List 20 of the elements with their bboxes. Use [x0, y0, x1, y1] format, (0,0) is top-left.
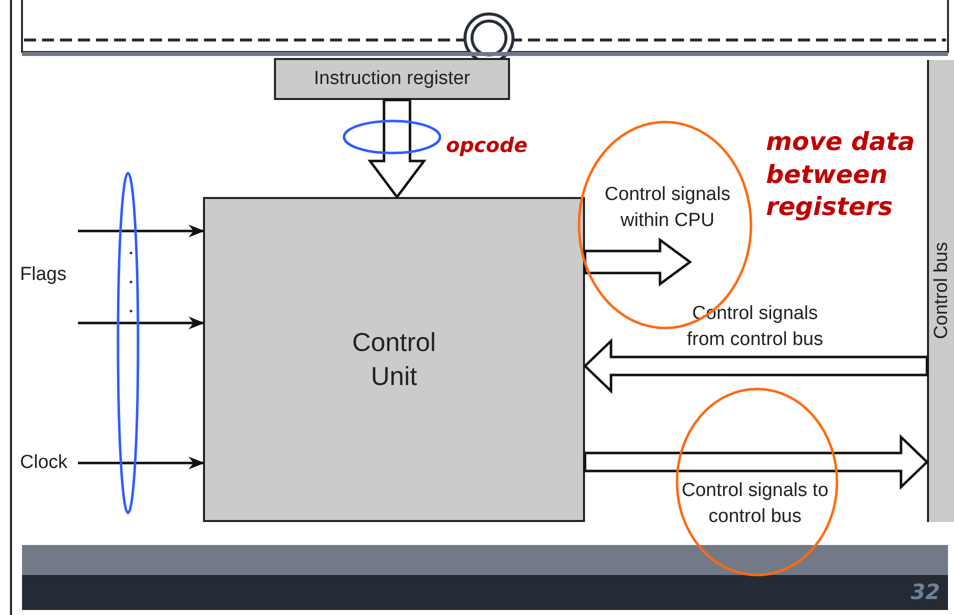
input-label: Flags	[20, 262, 78, 288]
arrow	[78, 456, 205, 470]
node-label: Control Unit	[351, 326, 437, 392]
node-label: Control bus	[930, 242, 952, 340]
block-arrow	[583, 338, 928, 394]
block-arrow	[584, 238, 692, 286]
page-number: 32	[910, 579, 940, 606]
node-label: Instruction register	[314, 66, 470, 91]
block-arrow	[368, 98, 426, 200]
register-box	[274, 58, 510, 100]
input-label: Clock	[20, 450, 78, 476]
arrow	[78, 224, 205, 238]
annotation-text: move data between registers	[766, 126, 916, 223]
edge-label: Control signals to control bus	[680, 479, 830, 529]
arrow	[78, 316, 205, 330]
control-unit-box	[203, 197, 585, 522]
bus-bar	[927, 60, 954, 522]
annotation-text: opcode	[446, 132, 529, 158]
block-arrow	[584, 434, 929, 490]
edge-label: Control signals within CPU	[604, 183, 732, 233]
